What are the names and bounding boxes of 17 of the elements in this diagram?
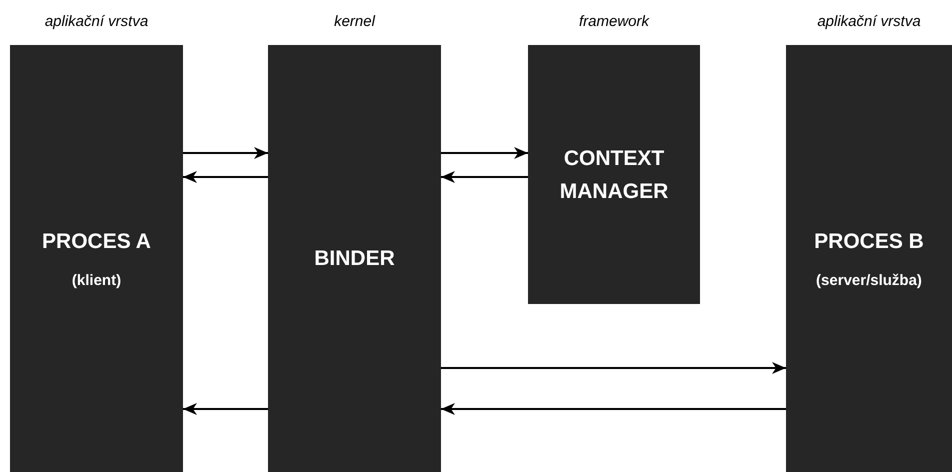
arrow [441,171,528,183]
block-title: BINDER [314,246,395,272]
arrow [183,171,268,183]
layer-heading: aplikační vrstva [817,12,921,32]
arrow [441,147,528,159]
layer-heading: aplikační vrstva [44,12,148,32]
layer-heading: framework [578,12,649,32]
block-subtitle: (klient) [72,270,122,291]
arrow [441,403,786,415]
arrow [183,147,268,159]
block-title: PROCES B [814,228,924,255]
block-title: PROCES A [42,228,151,255]
arrow [441,362,786,374]
layer-heading: kernel [334,12,375,32]
block-title: CONTEXT MANAGER [558,146,670,204]
block-subtitle: (server/služba) [816,270,922,291]
arrow [183,403,268,415]
